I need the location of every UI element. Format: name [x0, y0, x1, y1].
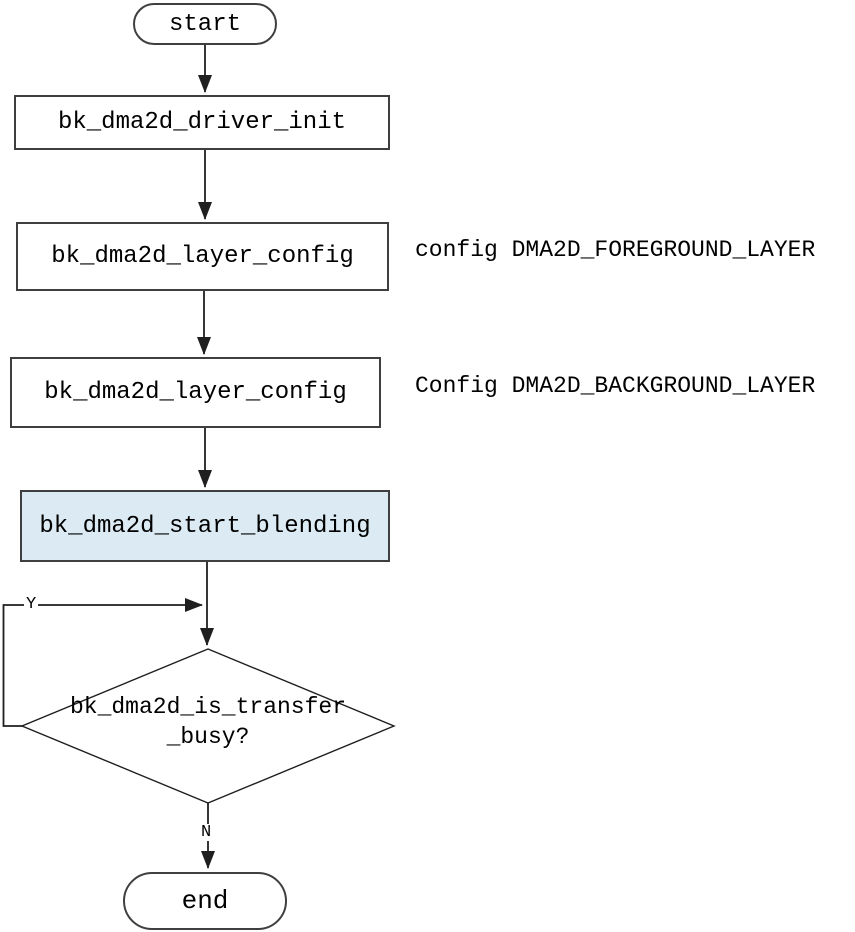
decision-label-line1: bk_dma2d_is_transfer — [69, 694, 347, 720]
note-background-layer: Config DMA2D_BACKGROUND_LAYER — [415, 373, 816, 399]
connector-decision-yes-loop — [2, 598, 203, 727]
process-start-blending-label: bk_dma2d_start_blending — [39, 512, 371, 540]
process-layer-config-foreground: bk_dma2d_layer_config — [16, 222, 389, 291]
end-node-label: end — [181, 886, 229, 916]
note-foreground-layer: config DMA2D_FOREGROUND_LAYER — [415, 237, 816, 263]
start-node: start — [133, 3, 277, 45]
end-node: end — [123, 872, 287, 930]
branch-label-no: N — [199, 823, 214, 842]
process-driver-init-label: bk_dma2d_driver_init — [57, 109, 347, 136]
process-driver-init: bk_dma2d_driver_init — [14, 95, 390, 150]
decision-label-line2: _busy? — [166, 724, 250, 750]
start-node-label: start — [168, 10, 241, 38]
process-layer-config-background-label: bk_dma2d_layer_config — [44, 379, 347, 406]
decision-diamond-shape — [20, 648, 396, 804]
decision-node-label: bk_dma2d_is_transfer _busy? — [38, 692, 378, 752]
branch-label-yes: Y — [24, 595, 39, 614]
process-layer-config-background: bk_dma2d_layer_config — [10, 357, 381, 428]
process-layer-config-foreground-label: bk_dma2d_layer_config — [51, 243, 354, 270]
process-start-blending: bk_dma2d_start_blending — [20, 490, 390, 562]
